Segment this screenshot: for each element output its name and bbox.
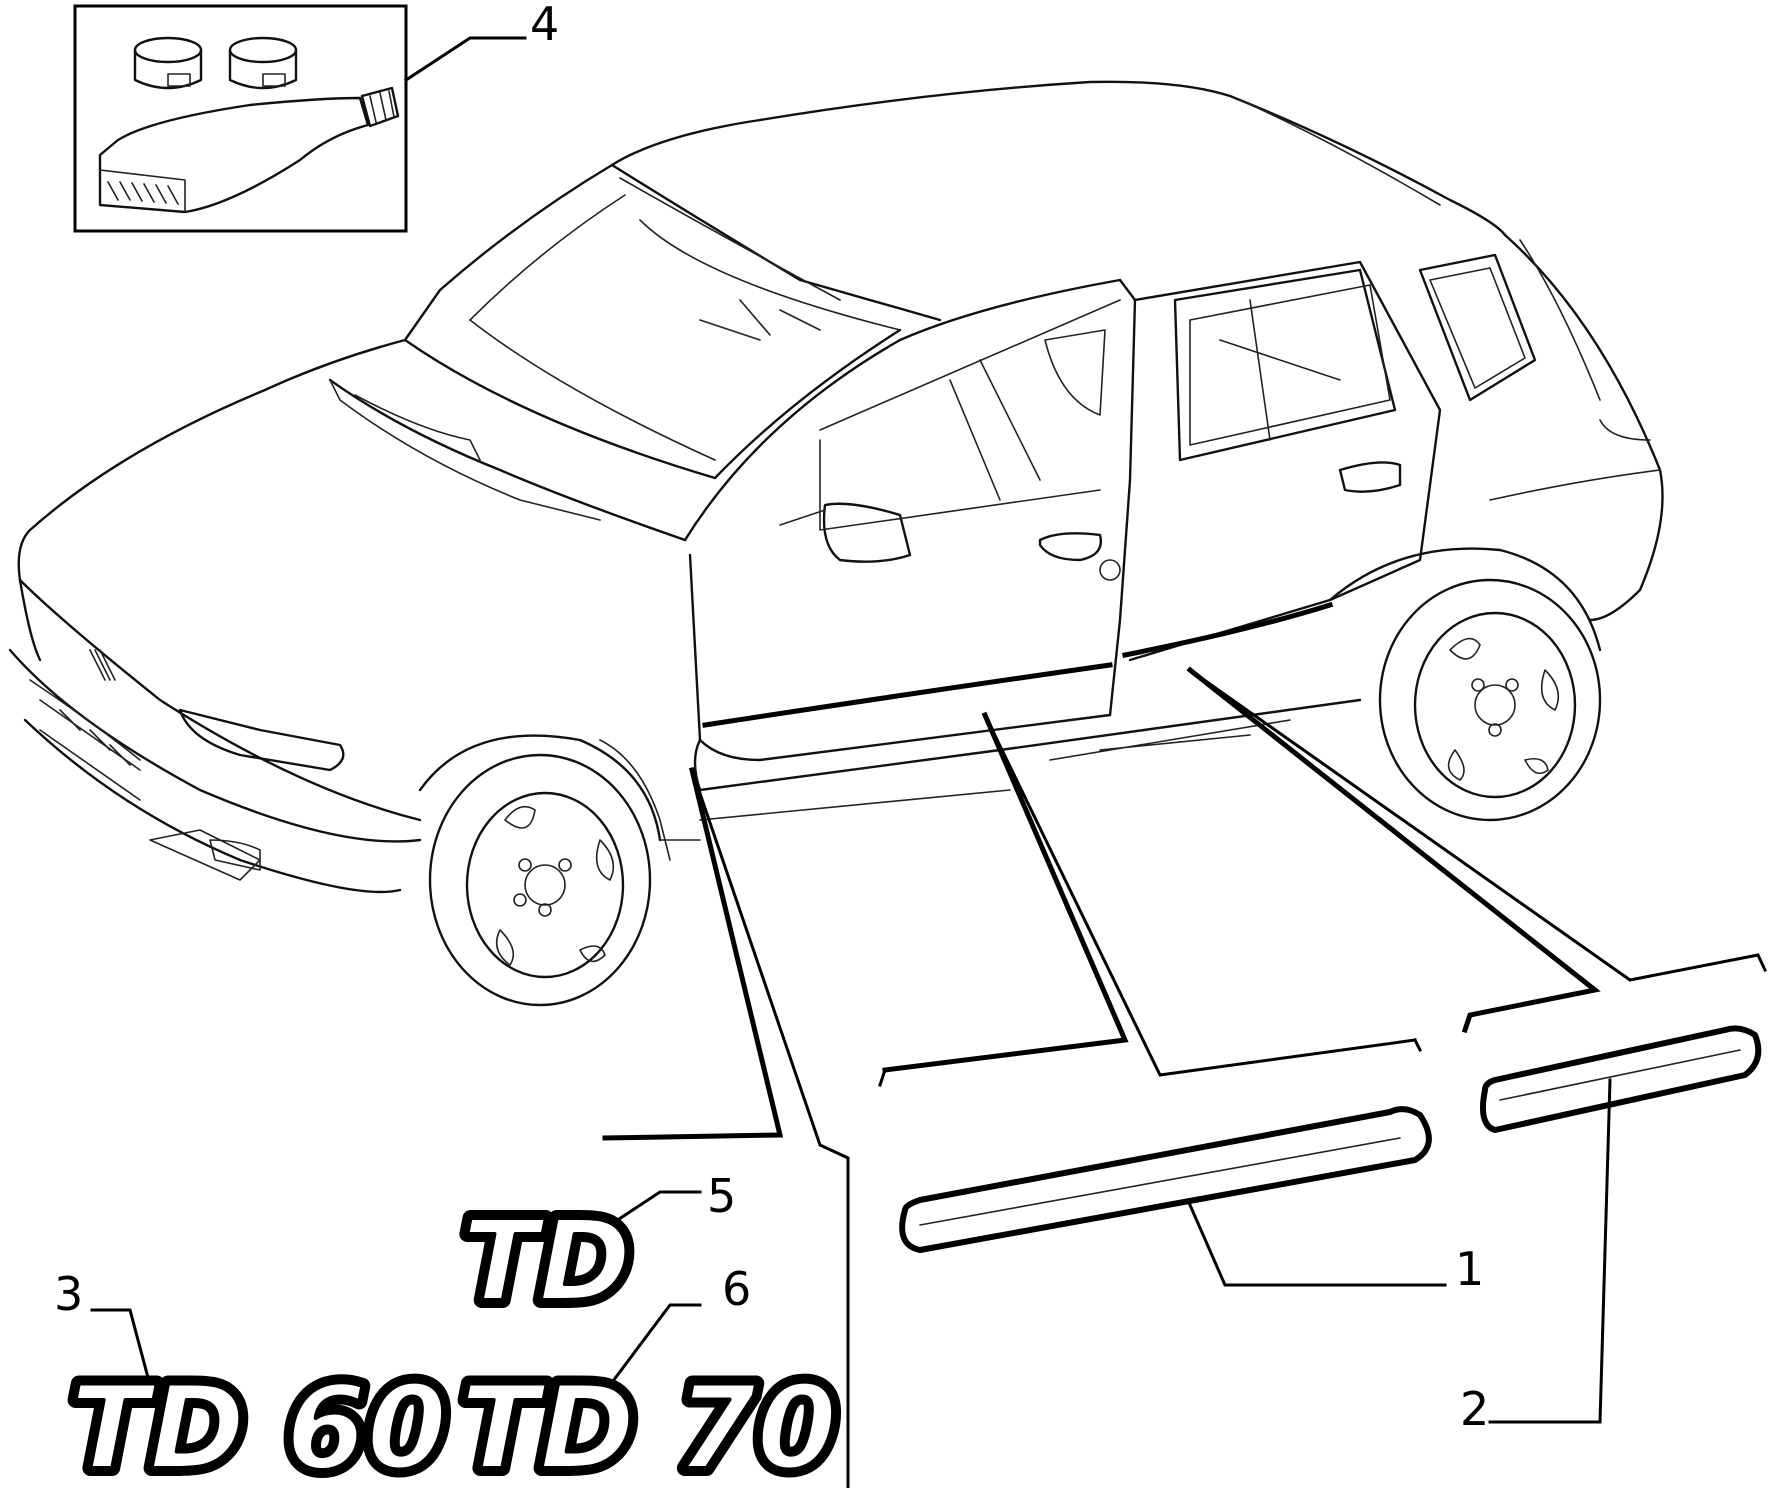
- inset-kit-box: [73, 4, 408, 233]
- rear-wheel-icon: [1328, 547, 1602, 822]
- svg-text:TD 60: TD 60: [70, 1361, 447, 1488]
- svg-text:TD 60: TD 60: [70, 1361, 447, 1488]
- side-mirror-icon: [779, 502, 912, 563]
- svg-text:TD 70: TD 70: [460, 1361, 837, 1488]
- callout-3: 3: [54, 1267, 83, 1321]
- callout-2: 2: [1460, 1382, 1489, 1436]
- rear-door-moulding-part: [1480, 1025, 1762, 1133]
- front-wheel-icon: [418, 734, 671, 1007]
- callout-6: 6: [722, 1262, 751, 1316]
- svg-text:TD: TD: [462, 1197, 631, 1327]
- primer-pot-icon: [133, 36, 298, 90]
- callout-5: 5: [707, 1169, 736, 1223]
- svg-text:TD: TD: [462, 1197, 631, 1327]
- car-illustration: [8, 80, 1664, 1007]
- adhesive-tube-icon: [98, 86, 400, 214]
- callout-1: 1: [1455, 1242, 1484, 1296]
- svg-text:TD 70: TD 70: [460, 1361, 837, 1488]
- badge-td60: TD 60 TD 60: [62, 1353, 455, 1488]
- leader-lines: [90, 36, 1767, 1488]
- badge-td70: TD 70 TD 70: [452, 1353, 845, 1488]
- badge-td: TD TD: [454, 1189, 639, 1335]
- callout-4: 4: [530, 0, 559, 51]
- front-door-moulding-part: [899, 1106, 1432, 1253]
